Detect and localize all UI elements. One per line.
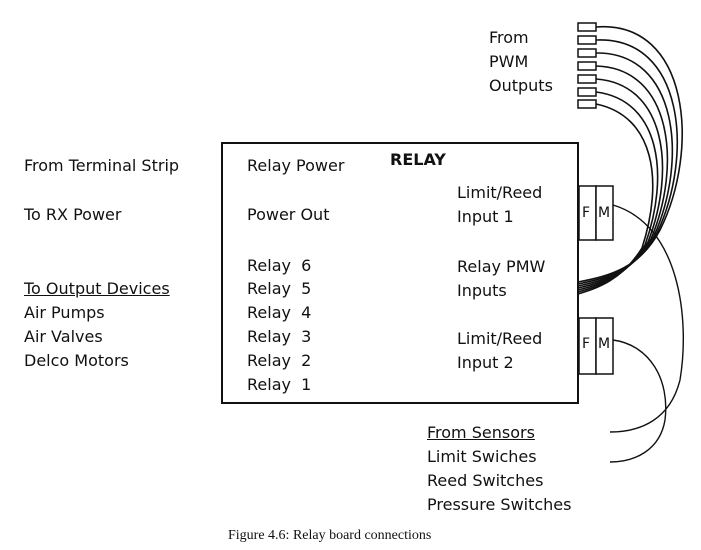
pwm-label-from: From [489,28,529,47]
connector-2 [578,317,614,375]
relay-board-title: RELAY [390,150,446,169]
air-valves-label: Air Valves [24,327,103,346]
pwm-wire-bundle [577,26,683,295]
pwm-inputs-line2: Inputs [457,281,507,300]
relay-6-label: Relay 6 [247,256,312,275]
from-sensors-heading: From Sensors [427,423,535,442]
figure-caption: Figure 4.6: Relay board connections [228,528,432,543]
limit-reed-1-line2: Input 1 [457,207,514,226]
relay-power-label: Relay Power [247,156,345,175]
limit-reed-2-line2: Input 2 [457,353,514,372]
relay-board-outline [221,142,579,404]
relay-3-label: Relay 3 [247,327,312,346]
sensor-wires [609,204,684,463]
pwm-output-pins [577,22,597,109]
output-devices-heading: To Output Devices [24,279,170,298]
to-rx-power-label: To RX Power [24,205,122,224]
sensor-pressure-switches: Pressure Switches [427,495,572,514]
relay-5-label: Relay 5 [247,279,312,298]
relay-2-label: Relay 2 [247,351,312,370]
pwm-label-pwm: PWM [489,52,529,71]
connector-2-female-label: F [582,336,591,352]
delco-motors-label: Delco Motors [24,351,129,370]
pwm-label-outputs: Outputs [489,76,553,95]
connector-1-male-label: M [598,205,611,221]
limit-reed-2-line1: Limit/Reed [457,329,543,348]
connector-1-female-label: F [582,205,591,221]
from-terminal-strip-label: From Terminal Strip [24,156,180,175]
sensor-reed-switches: Reed Switches [427,471,544,490]
connector-1 [578,185,614,241]
pwm-inputs-line1: Relay PMW [457,257,546,276]
sensor-limit-switches: Limit Swiches [427,447,537,466]
connector-2-male-label: M [598,336,611,352]
limit-reed-1-line1: Limit/Reed [457,183,543,202]
relay-4-label: Relay 4 [247,303,312,322]
air-pumps-label: Air Pumps [24,303,105,322]
power-out-label: Power Out [247,205,330,224]
relay-1-label: Relay 1 [247,375,312,394]
